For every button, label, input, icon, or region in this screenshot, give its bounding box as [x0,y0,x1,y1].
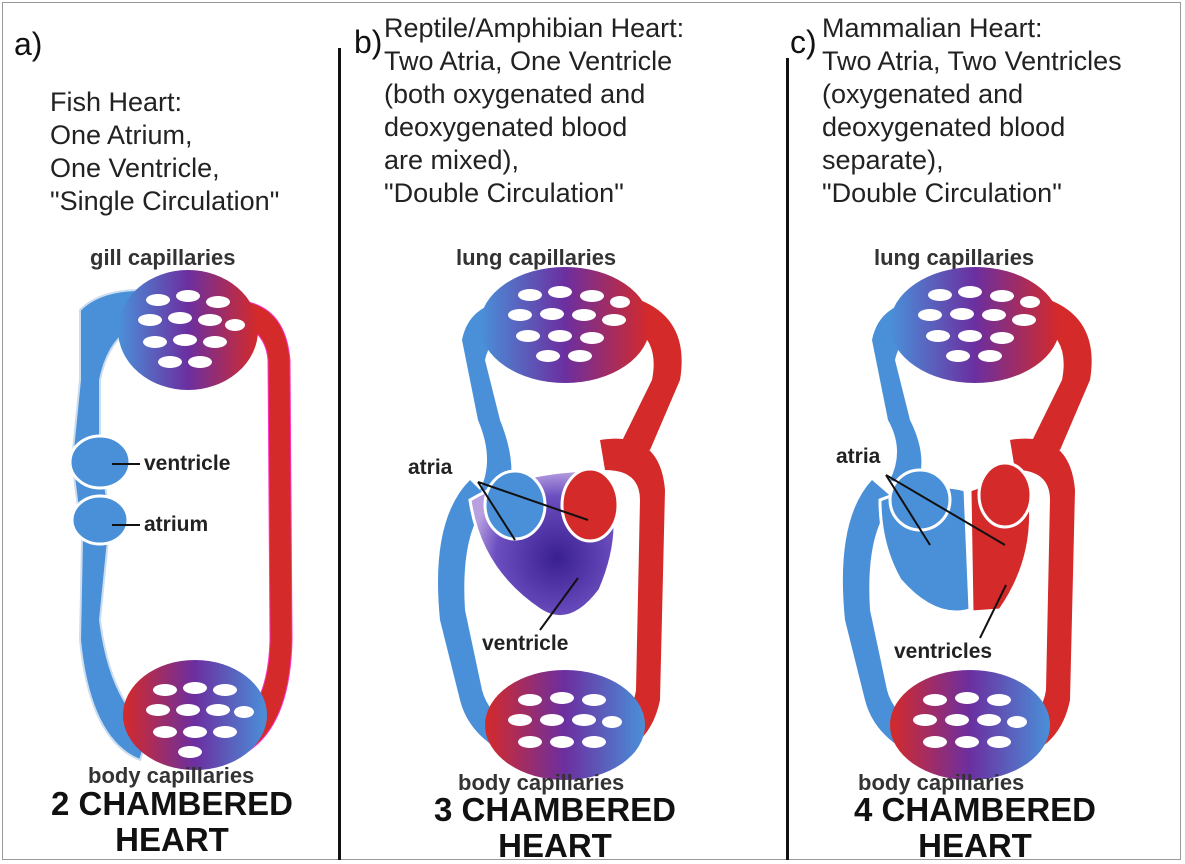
panel-c-chamber-title: 4 CHAMBERED HEART [820,792,1130,864]
mammal-lung-capillary-bed [890,267,1060,383]
mammal-left-atrium [979,463,1031,527]
panel-c-label-ventricles: ventricles [894,640,992,664]
mammal-body-capillary-bed [890,670,1050,780]
panel-c-label-atria: atria [836,445,880,469]
mammal-right-atrium [890,470,950,530]
